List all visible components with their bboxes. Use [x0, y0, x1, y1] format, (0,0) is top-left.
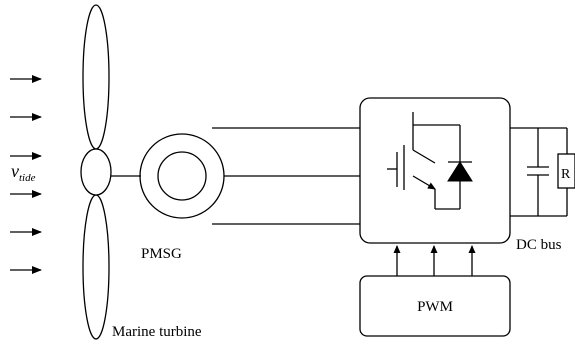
- tide-velocity-label: vtide: [11, 161, 36, 184]
- diode-icon: [447, 161, 473, 182]
- dc-bus-wiring: [510, 127, 575, 217]
- pmsg-label: PMSG: [141, 246, 182, 262]
- marine-turbine-label: Marine turbine: [112, 324, 202, 340]
- marine-turbine: [80, 4, 112, 340]
- capacitor-icon: [527, 128, 549, 216]
- pmsg-generator: [139, 133, 225, 219]
- tidal-flow-arrows: [10, 75, 42, 274]
- pwm-label: PWM: [417, 299, 453, 315]
- igbt-icon: [387, 112, 461, 210]
- power-converter: [359, 97, 511, 244]
- three-phase-lines: [212, 127, 360, 225]
- igbt-emitter-arrow: [412, 175, 436, 190]
- pwm-controller: [359, 275, 511, 337]
- dc-bus-label: DC bus: [516, 237, 562, 253]
- pmsg-rotor: [157, 151, 207, 201]
- resistor-icon: [557, 128, 575, 216]
- turbine-blade-lower: [82, 194, 110, 340]
- turbine-blade-upper: [82, 4, 110, 150]
- pmsg-stator: [139, 133, 225, 219]
- resistor-label: R: [561, 167, 571, 182]
- pwm-control-signals: [393, 245, 476, 276]
- turbine-hub: [80, 148, 112, 196]
- diode-triangle: [447, 161, 473, 182]
